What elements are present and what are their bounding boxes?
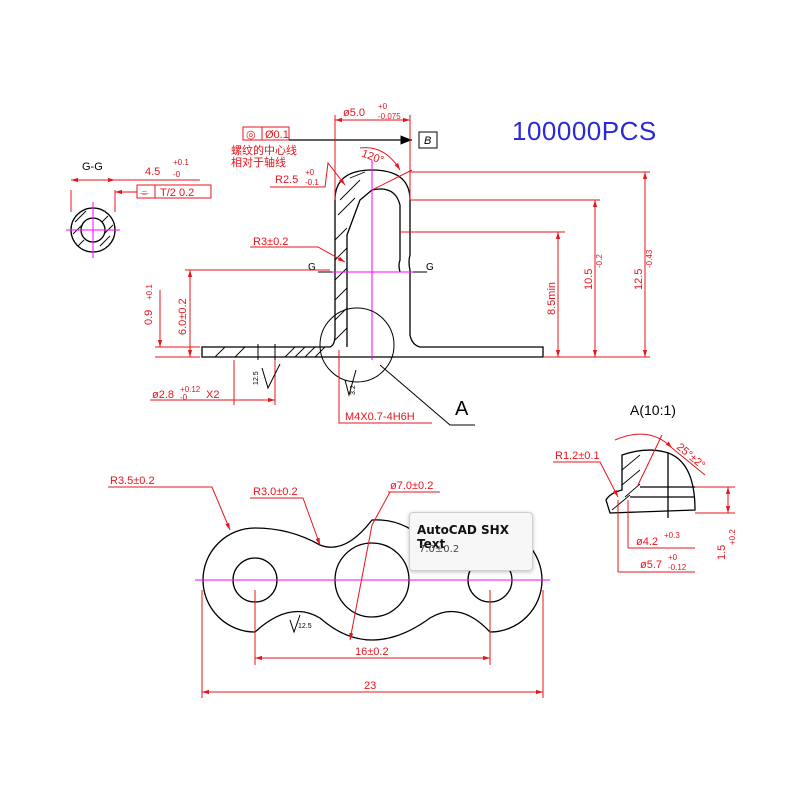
tooltip-title: AutoCAD SHX Text [417,523,509,551]
plan-r-waist: R3.0±0.2 [253,486,298,498]
plan-roughness-icon [289,614,301,634]
quantity-label: 100000PCS [512,116,657,146]
detail-a-title: A(10:1) [630,402,676,418]
plan-dia: ø7.0±0.2 [390,480,433,492]
concentricity-value: Ø0.1 [265,129,289,141]
detail-a-d2-down: -0.12 [668,563,687,572]
plan-pitch: 16±0.2 [355,646,389,658]
detail-a-height: 1.5 [716,545,728,560]
datum-b: B [424,135,431,147]
concentricity-note-1: 螺纹的中心线 [231,143,297,157]
plan-r-end: R3.5±0.2 [110,475,155,487]
hole-up: +0.12 [180,385,201,394]
detail-a-d1-up: +0.3 [664,531,680,540]
plan-view: R3.5±0.2 R3.0±0.2 ø7.0±0.2 12.5 16±0.2 2… [108,475,550,698]
plan-roughness: 12.5 [298,623,312,630]
concentricity-callout: ◎ Ø0.1 螺纹的中心线 相对于轴线 B [231,126,438,169]
roughness-icon [261,363,281,390]
main-section-view: G G ø5.0 +0 -0.075 120° R2.5 +0 -0.1 R3±… [143,102,654,426]
datum-b-frame [418,131,438,149]
r-inner: R3±0.2 [253,236,288,248]
section-mark-g-right: G [426,262,434,273]
detail-a-angle: 25°±2° [674,441,707,472]
shx-text-tooltip: AutoCAD SHX Text 7.0±0.2 [409,512,533,571]
section-gg-title: G-G [82,161,103,173]
flatness-value: T/2 0.2 [160,187,194,199]
gg-tol-down: -0 [173,170,181,179]
detail-a-view: A(10:1) 25°±2° R1.2±0.1 ø4.2 +0.3 ø5.7 +… [553,402,737,573]
roughness-2: 3.2 [350,385,357,395]
thread-spec: M4X0.7-4H6H [345,411,415,423]
height-8-5: 8.5min [546,282,558,315]
detail-a-radius: R1.2±0.1 [555,450,600,462]
tooltip-value: 7.0±0.2 [419,544,460,555]
dia-top: ø5.0 [343,107,365,119]
r-top: R2.5 [275,174,298,186]
height-12-5: 12.5 [633,269,645,290]
detail-a-height-up: +0.2 [728,529,737,545]
r-top-up: +0 [305,168,315,177]
concentricity-note-2: 相对于轴线 [231,155,286,169]
r-top-down: -0.1 [305,178,319,187]
height-10-5: 10.5 [583,269,595,290]
detail-a-d2-up: +0 [668,553,678,562]
detail-a-d1: ø4.2 [636,536,658,548]
hole-count: X2 [206,389,219,401]
height-12-5-down: -0.43 [645,249,654,268]
roughness-1: 12.5 [253,371,260,385]
dia-top-down: -0.075 [378,112,401,121]
roughness-icon-2 [344,369,357,397]
gg-dim: 4.5 [145,166,160,178]
height-0-9-up: +0.1 [145,284,154,300]
section-mark-g-left: G [308,262,316,273]
height-10-5-down: -0.2 [595,254,604,268]
flatness-icon: ⌯ [140,187,149,199]
detail-a-label: A [455,398,469,420]
detail-a-circle [319,307,395,383]
height-0-9: 0.9 [143,310,155,325]
dia-top-up: +0 [378,102,388,111]
plan-length: 23 [364,680,376,692]
angle-120: 120° [360,148,385,167]
detail-a-d2: ø5.7 [640,559,662,571]
flatness-frame [136,184,212,199]
gg-tol-up: +0.1 [173,158,189,167]
hole-down: -0 [180,393,188,402]
hole-dia: ø2.8 [152,389,174,401]
section-gg: G-G 4.5 +0.1 -0 ⌯ T/2 0.2 [66,158,212,258]
concentricity-icon: ◎ [246,129,256,141]
height-6-0: 6.0±0.2 [177,298,189,335]
